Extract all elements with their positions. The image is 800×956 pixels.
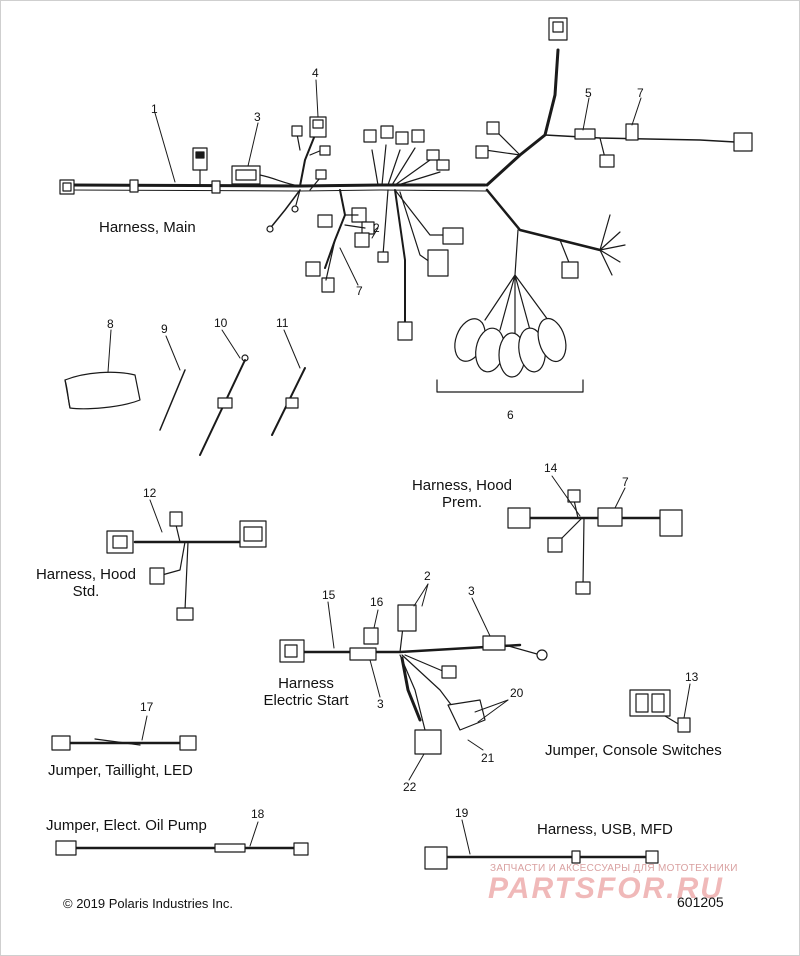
callout-15: 15 — [322, 588, 336, 602]
oil-pump-jumper-drawing — [55, 840, 309, 856]
callout-2: 2 — [424, 569, 431, 583]
electric-start-harness-drawing — [279, 604, 548, 755]
callout-5: 5 — [585, 86, 592, 100]
callout-7: 7 — [356, 284, 363, 298]
callout-19: 19 — [455, 806, 469, 820]
callout-14: 14 — [544, 461, 558, 475]
console-switches-jumper-drawing — [629, 689, 691, 733]
label-harness-usb-mfd: Harness, USB, MFD — [537, 821, 673, 838]
callout-11: 11 — [276, 316, 289, 330]
callout-7: 7 — [637, 86, 644, 100]
diagram-code: 601205 — [677, 894, 724, 910]
callout-7: 7 — [622, 475, 629, 489]
label-harness-main: Harness, Main — [99, 219, 196, 236]
callout-2: 2 — [373, 221, 380, 235]
callout-20: 20 — [510, 686, 524, 700]
callout-6: 6 — [507, 408, 514, 422]
callout-22: 22 — [403, 780, 417, 794]
taillight-jumper-drawing — [51, 735, 197, 751]
callout-12: 12 — [143, 486, 157, 500]
label-jumper-taillight: Jumper, Taillight, LED — [48, 762, 193, 779]
watermark-tagline: ЗАПЧАСТИ И АКСЕССУАРЫ ДЛЯ МОТОТЕХНИКИ — [490, 863, 738, 874]
callout-4: 4 — [312, 66, 319, 80]
callout-8: 8 — [107, 317, 114, 331]
copyright-text: © 2019 Polaris Industries Inc. — [63, 896, 233, 911]
callout-21: 21 — [481, 751, 495, 765]
callout-18: 18 — [251, 807, 265, 821]
callout-3: 3 — [377, 697, 384, 711]
label-jumper-oil-pump: Jumper, Elect. Oil Pump — [46, 817, 207, 834]
label-harness-hood-std: Harness, Hood Std. — [35, 566, 137, 600]
callout-3: 3 — [468, 584, 475, 598]
small-parts-drawing — [64, 354, 306, 456]
watermark-brand: PARTSFOR.RU — [488, 872, 724, 905]
label-harness-hood-prem: Harness, Hood Prem. — [411, 477, 513, 511]
hood-std-harness-drawing — [106, 511, 267, 621]
callout-leaders — [107, 79, 691, 855]
main-harness-drawing — [59, 17, 753, 393]
callout-3: 3 — [254, 110, 261, 124]
hood-prem-harness-drawing — [507, 489, 683, 595]
callout-9: 9 — [161, 322, 168, 336]
callout-1: 1 — [151, 102, 158, 116]
callout-10: 10 — [214, 316, 228, 330]
label-jumper-console-switches: Jumper, Console Switches — [545, 742, 722, 759]
callout-16: 16 — [370, 595, 384, 609]
label-harness-electric-start: Harness Electric Start — [263, 675, 349, 709]
usb-mfd-harness-drawing — [424, 846, 659, 870]
callout-13: 13 — [685, 670, 699, 684]
callout-17: 17 — [140, 700, 154, 714]
